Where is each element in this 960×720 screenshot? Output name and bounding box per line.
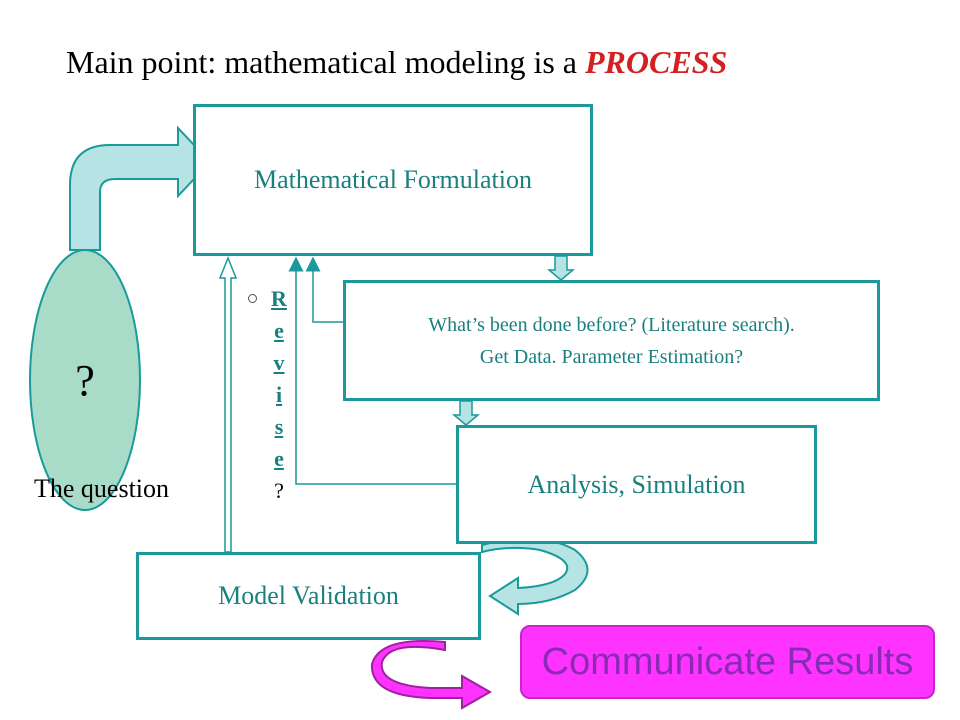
title-prefix: Main point: mathematical modeling is a xyxy=(66,44,577,80)
literature-line1: What’s been done before? (Literature sea… xyxy=(428,313,795,336)
up-arrow-icon xyxy=(218,255,238,553)
revise-letter: i xyxy=(275,382,283,407)
revise-letter: e xyxy=(274,446,284,471)
circular-arrow-icon xyxy=(370,639,493,710)
analysis-box: Analysis, Simulation xyxy=(456,425,817,544)
circular-arrow-icon xyxy=(481,537,589,616)
question-bubble xyxy=(29,249,141,511)
title-emphasis: PROCESS xyxy=(585,44,728,80)
validation-box: Model Validation xyxy=(136,552,481,640)
down-arrow-icon xyxy=(546,255,576,281)
question-symbol: ? xyxy=(75,355,95,405)
revise-question-mark: ? xyxy=(274,478,284,503)
curved-arrow-icon xyxy=(69,125,212,251)
communicate-label: Communicate Results xyxy=(541,640,914,683)
analysis-label: Analysis, Simulation xyxy=(527,469,746,499)
revise-letter: s xyxy=(274,414,284,439)
slide-title: Main point: mathematical modeling is a P… xyxy=(66,44,727,81)
literature-line2: Get Data. Parameter Estimation? xyxy=(479,345,744,368)
formulation-box: Mathematical Formulation xyxy=(193,104,593,256)
down-arrow-icon xyxy=(451,400,481,426)
formulation-label: Mathematical Formulation xyxy=(254,165,532,194)
revise-letter: e xyxy=(274,318,284,343)
question-caption: The question xyxy=(34,474,170,503)
feedback-line xyxy=(288,256,456,485)
communicate-results-box: Communicate Results xyxy=(520,625,935,699)
revise-letter: v xyxy=(273,350,285,375)
validation-label: Model Validation xyxy=(218,581,399,610)
bullet-icon xyxy=(248,294,257,303)
revise-link[interactable]: R e v i s e ? xyxy=(264,283,294,507)
revise-letter: R xyxy=(271,286,287,311)
feedback-line xyxy=(305,256,343,323)
literature-box: What’s been done before? (Literature sea… xyxy=(343,280,880,401)
